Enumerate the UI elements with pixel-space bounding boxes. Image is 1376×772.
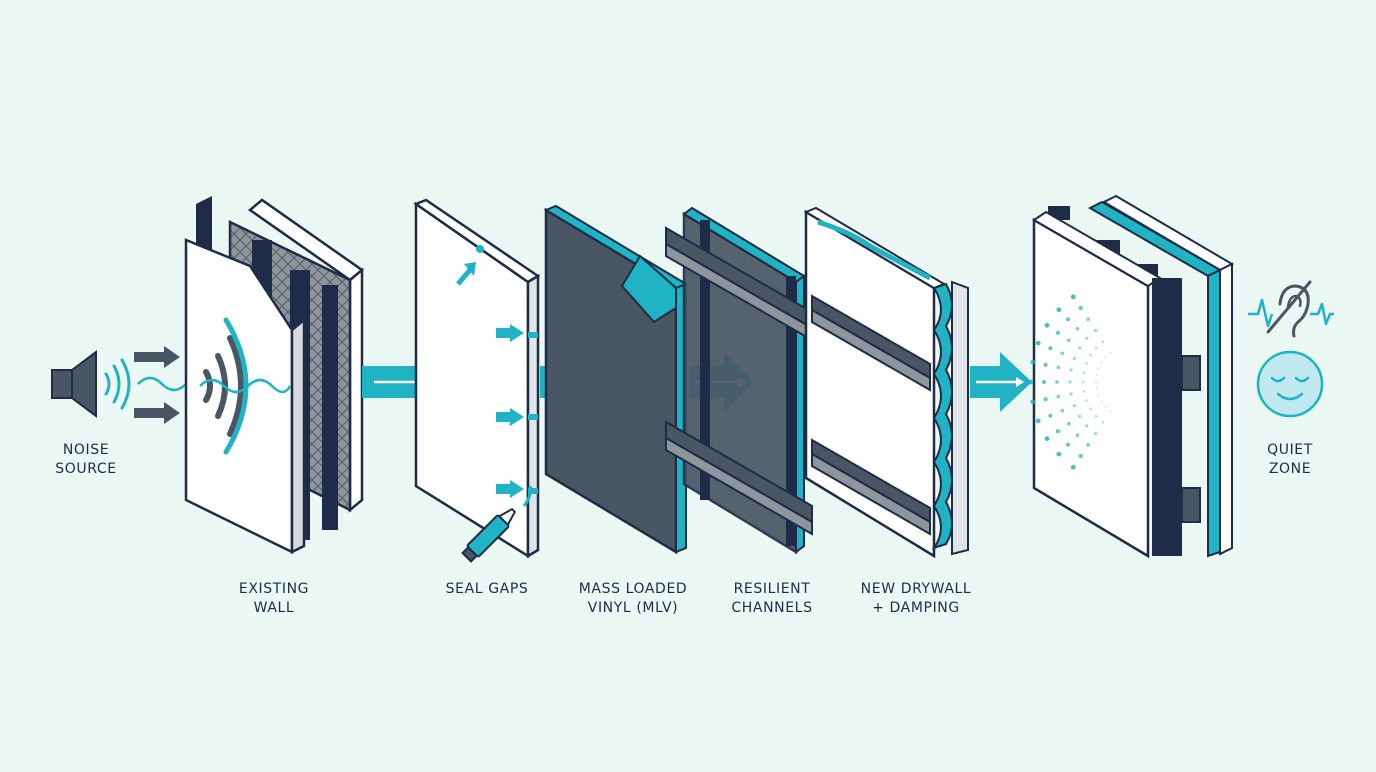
sound-dot bbox=[1100, 361, 1103, 364]
sound-dot bbox=[1056, 394, 1061, 399]
sound-dot bbox=[1044, 323, 1050, 328]
sound-dot bbox=[1089, 407, 1092, 411]
sound-dot bbox=[1072, 356, 1076, 360]
sound-dot bbox=[1097, 394, 1100, 397]
sound-dot bbox=[1066, 442, 1071, 447]
sound-dot bbox=[1086, 317, 1090, 322]
sound-dot bbox=[1072, 404, 1076, 408]
sound-dot bbox=[1075, 326, 1080, 331]
sound-dot bbox=[1078, 453, 1083, 459]
sound-dot bbox=[1041, 379, 1047, 385]
sound-dot bbox=[1048, 346, 1053, 351]
sound-dot bbox=[1101, 340, 1105, 343]
caulk-gun-icon bbox=[461, 485, 532, 563]
sound-dot bbox=[1082, 390, 1086, 393]
sound-dot bbox=[1069, 368, 1073, 372]
label-quiet-zone: QUIET ZONE bbox=[1267, 442, 1313, 477]
sound-dot bbox=[1043, 397, 1048, 402]
sound-dot bbox=[1055, 330, 1060, 335]
sound-dot bbox=[1043, 362, 1048, 367]
sound-dot bbox=[1086, 442, 1090, 447]
sound-dot bbox=[1109, 351, 1112, 354]
sound-dot bbox=[1078, 305, 1083, 311]
sound-dot bbox=[1089, 353, 1092, 357]
sound-dot bbox=[1095, 374, 1098, 377]
sound-dot bbox=[1085, 336, 1089, 340]
label-new-drywall: NEW DRYWALL + DAMPING bbox=[860, 581, 972, 616]
sound-dot bbox=[1109, 410, 1112, 413]
sound-dot bbox=[1060, 351, 1065, 356]
label-seal-gaps: SEAL GAPS bbox=[445, 581, 529, 597]
sound-dot bbox=[1094, 346, 1098, 350]
sound-dot bbox=[1094, 380, 1098, 384]
sound-dot bbox=[1078, 346, 1082, 350]
sound-dot bbox=[1070, 464, 1076, 470]
label-resilient-channels: RESILIENT CHANNELS bbox=[731, 581, 813, 616]
sound-dot bbox=[1097, 367, 1100, 370]
speaker-icon bbox=[51, 350, 131, 418]
sound-dot bbox=[1030, 359, 1036, 365]
sound-dot bbox=[1056, 451, 1062, 457]
sound-dot bbox=[1104, 405, 1107, 408]
sound-dot bbox=[1035, 340, 1041, 346]
sound-dot bbox=[1028, 379, 1034, 385]
sound-dot bbox=[1081, 380, 1085, 384]
sound-dot bbox=[1095, 387, 1098, 390]
sound-dot bbox=[1085, 362, 1088, 365]
sound-dot bbox=[1056, 307, 1062, 313]
mlv-panel bbox=[543, 204, 689, 555]
label-noise-source: NOISE SOURCE bbox=[55, 442, 117, 477]
sound-dot bbox=[1101, 421, 1105, 424]
sound-dot bbox=[1066, 421, 1071, 426]
sound-dot bbox=[1094, 328, 1098, 332]
seal-gaps-panel bbox=[413, 198, 541, 559]
sound-dot bbox=[1085, 399, 1088, 402]
label-mlv: MASS LOADED VINYL (MLV) bbox=[578, 581, 688, 616]
sound-dot bbox=[1082, 371, 1086, 374]
sound-dot bbox=[1048, 413, 1053, 418]
seal-arrows bbox=[456, 262, 524, 498]
noise-input-arrows bbox=[134, 346, 211, 424]
flow-arrow-icon bbox=[970, 352, 1032, 412]
resilient-channels-panel bbox=[665, 206, 813, 555]
finished-wall bbox=[1032, 194, 1235, 559]
sound-dot bbox=[1100, 400, 1103, 403]
sound-dot bbox=[1078, 414, 1082, 418]
muted-ear-icon bbox=[1248, 280, 1334, 338]
sound-dot bbox=[1060, 408, 1065, 413]
sound-dot bbox=[1056, 365, 1061, 370]
sound-dot bbox=[1068, 380, 1072, 384]
sound-dot bbox=[1055, 380, 1059, 384]
sound-dot bbox=[1094, 414, 1098, 418]
sound-dot bbox=[1030, 399, 1036, 405]
sound-dot bbox=[1044, 436, 1050, 441]
calm-face-icon bbox=[1256, 350, 1324, 418]
sound-dot bbox=[1069, 392, 1073, 396]
existing-wall bbox=[184, 196, 365, 555]
sound-dot bbox=[1066, 338, 1071, 343]
sound-dot bbox=[1066, 317, 1071, 322]
label-existing-wall: EXISTING WALL bbox=[238, 581, 310, 616]
sound-wave-icon bbox=[199, 317, 292, 455]
sound-dot bbox=[1035, 418, 1041, 424]
sound-dot bbox=[1085, 424, 1089, 428]
sound-dot bbox=[1104, 356, 1107, 359]
sound-dot bbox=[1075, 433, 1080, 438]
new-drywall-panel bbox=[803, 206, 969, 559]
sound-dot bbox=[1070, 294, 1076, 300]
dissipating-sound-dots bbox=[1028, 294, 1112, 470]
sound-dot bbox=[1094, 432, 1098, 436]
sound-dot bbox=[1055, 429, 1060, 434]
